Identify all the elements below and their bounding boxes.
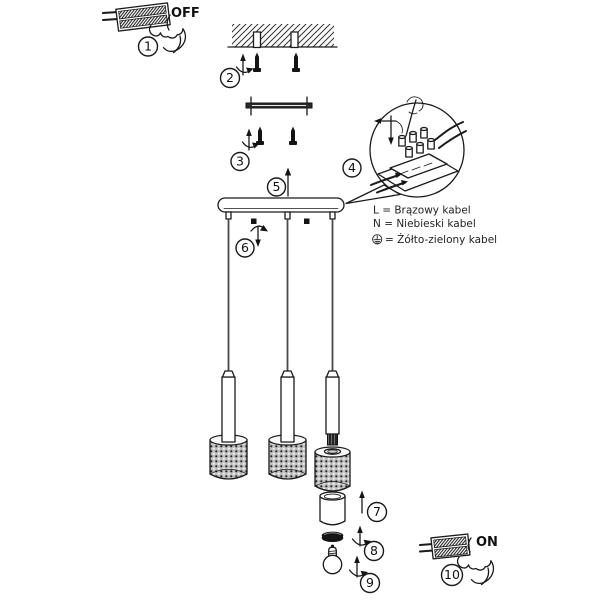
screw-direction-arrow-icon <box>250 225 268 247</box>
pointing-hand-icon <box>456 556 495 586</box>
svg-text:9: 9 <box>366 575 374 590</box>
shade-top-hole <box>327 449 338 454</box>
screw-icon <box>292 52 300 72</box>
screwdriver-icon <box>405 96 424 137</box>
screw-direction-arrow-icon <box>235 53 254 76</box>
power-switch-off-illustration: OFF 1 <box>102 2 200 57</box>
insert-arrow-icon <box>359 490 365 514</box>
svg-text:1: 1 <box>144 39 152 54</box>
screw-direction-arrow-icon <box>351 525 371 547</box>
diffuser-cylinder <box>319 491 346 526</box>
on-label: ON <box>476 535 498 550</box>
screw-direction-arrow-icon <box>241 128 260 151</box>
power-switch-on-illustration: ON 10 <box>419 533 498 587</box>
screw-icon <box>251 218 257 224</box>
svg-text:6: 6 <box>241 240 249 255</box>
plug-prongs-icon <box>419 543 434 553</box>
ceiling-surface <box>232 24 334 47</box>
retaining-ring <box>321 531 344 542</box>
pointing-hand-icon <box>148 24 187 54</box>
pendant-tube-left <box>221 370 236 443</box>
tighten-arrow-icon <box>374 115 403 145</box>
cord-stub <box>225 211 232 220</box>
motion-curve <box>467 537 472 553</box>
step-6-badge: 6 <box>235 238 255 258</box>
wiring-detail-callout: 4 <box>342 96 467 205</box>
svg-text:2: 2 <box>226 70 234 85</box>
step-4-badge: 4 <box>342 158 362 178</box>
legend-live: L = Brązowy kabel <box>373 205 471 217</box>
wall-anchor-left <box>252 31 262 49</box>
svg-text:4: 4 <box>348 160 356 175</box>
pendant-tube-middle <box>280 370 295 443</box>
screw-icon <box>256 126 264 145</box>
mesh-shade-left <box>209 434 248 480</box>
off-label: OFF <box>171 6 200 21</box>
earth-ground-icon <box>372 234 383 245</box>
legend-earth: = Żółto-zielony kabel <box>385 233 497 246</box>
step-9-badge: 9 <box>359 572 381 594</box>
step-1-badge: 1 <box>137 36 159 57</box>
step-8-badge: 8 <box>363 540 385 562</box>
mounting-bracket <box>245 96 313 116</box>
raise-canopy-arrow-icon <box>284 167 292 197</box>
legend-neutral: N = Niebieski kabel <box>373 218 476 230</box>
cord-stub <box>284 211 291 220</box>
cord-grip <box>221 370 236 378</box>
cord-grip <box>325 370 340 378</box>
light-switch-icon <box>115 2 171 32</box>
screw-icon <box>253 52 261 72</box>
motion-curve <box>166 14 171 31</box>
screw-icon <box>289 126 297 145</box>
screw-direction-arrow-icon <box>348 555 368 578</box>
step-3-badge: 3 <box>230 151 250 172</box>
svg-text:3: 3 <box>236 154 244 169</box>
cord-stub <box>329 211 336 220</box>
svg-text:7: 7 <box>373 504 381 519</box>
mesh-shade-right-exploded <box>314 446 351 492</box>
screw-icon <box>304 218 310 224</box>
svg-text:8: 8 <box>370 543 378 558</box>
pendant-tube-right <box>325 370 340 446</box>
ceiling-mounting: 2 <box>219 24 338 89</box>
step-7-badge: 7 <box>366 501 388 523</box>
canopy-screws-step: 6 <box>235 218 310 258</box>
step-5-badge: 5 <box>266 177 287 197</box>
wall-anchor-right <box>290 31 299 49</box>
step-10-badge: 10 <box>440 563 464 587</box>
svg-text:5: 5 <box>273 179 281 194</box>
supply-wires <box>370 121 467 194</box>
light-bulb-icon <box>322 544 343 575</box>
terminal-block-icon <box>370 96 467 194</box>
plug-prongs-icon <box>102 11 119 21</box>
ceiling-canopy <box>217 197 345 220</box>
wiring-legend: L = Brązowy kabel N = Niebieski kabel = … <box>372 205 497 246</box>
cord-grip <box>280 370 295 378</box>
bracket-screws-step: 3 <box>230 126 297 172</box>
lamp-socket-thread <box>327 433 338 446</box>
step-2-badge: 2 <box>219 67 241 89</box>
light-switch-icon <box>430 533 471 560</box>
svg-text:10: 10 <box>444 567 460 582</box>
terminal-screws <box>398 126 435 158</box>
